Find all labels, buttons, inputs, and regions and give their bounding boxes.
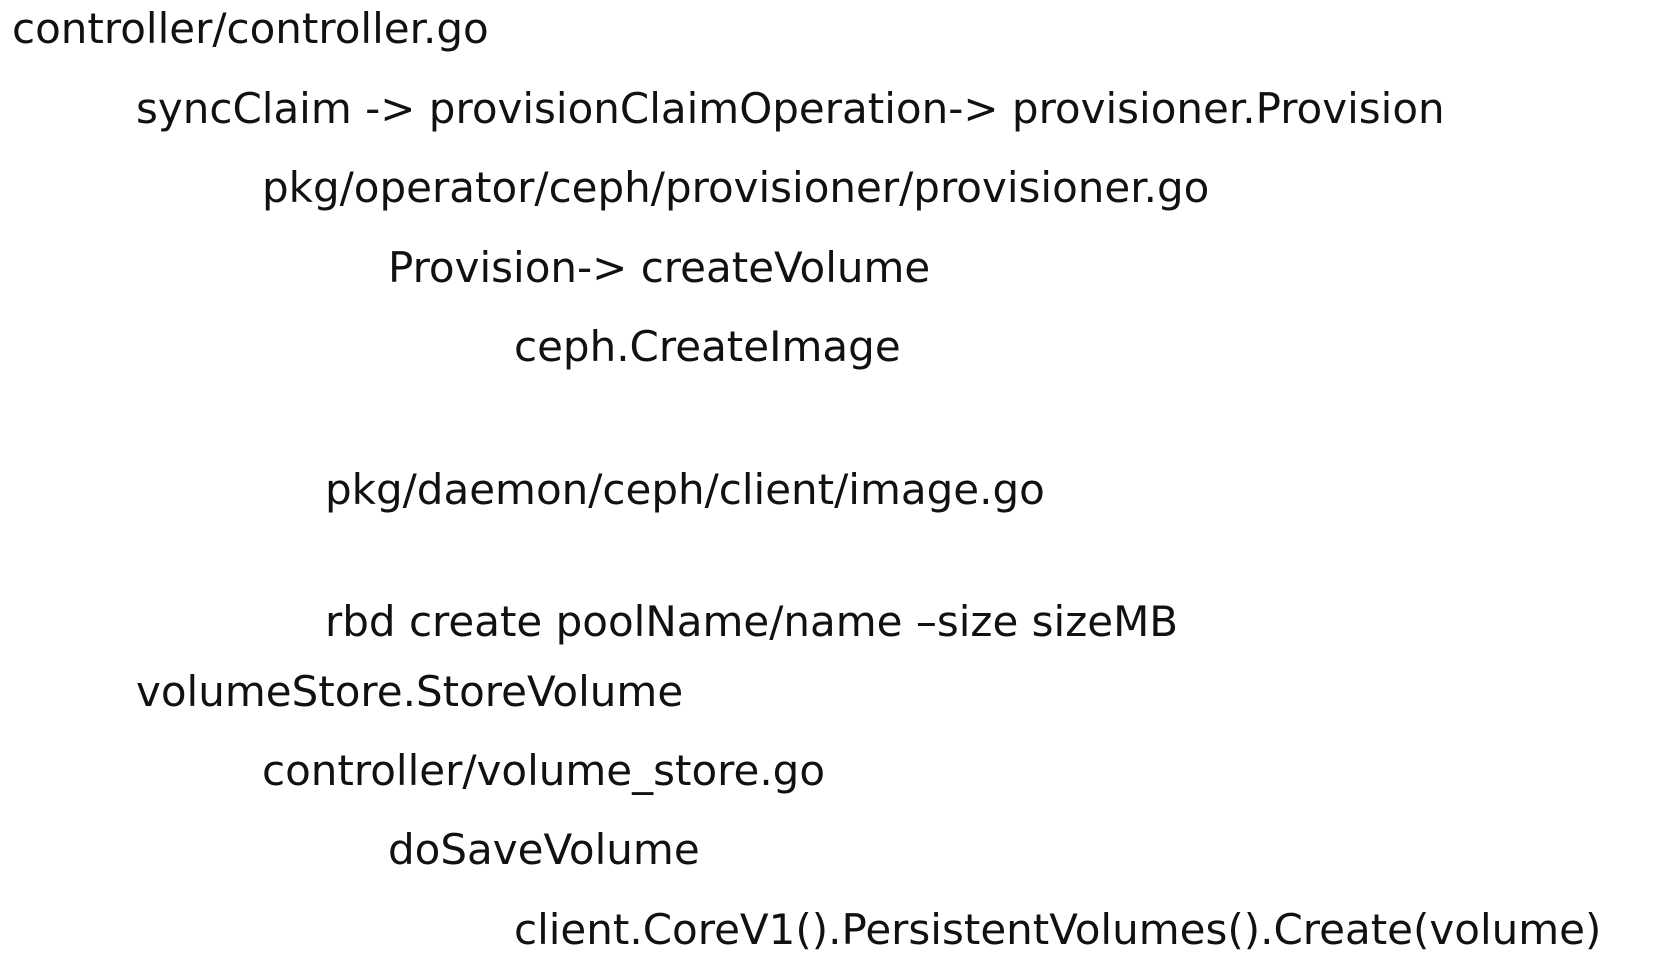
file-path-controller: controller/controller.go — [12, 4, 489, 53]
file-path-provisioner: pkg/operator/ceph/provisioner/provisione… — [262, 163, 1210, 212]
file-path-volume-store: controller/volume_store.go — [262, 746, 826, 795]
call-chain-sync-claim: syncClaim -> provisionClaimOperation-> p… — [136, 84, 1445, 133]
function-create-image: ceph.CreateImage — [514, 322, 901, 371]
function-do-save-volume: doSaveVolume — [388, 825, 700, 874]
function-create-pv: client.CoreV1().PersistentVolumes().Crea… — [514, 905, 1602, 954]
function-store-volume: volumeStore.StoreVolume — [136, 667, 684, 716]
file-path-image: pkg/daemon/ceph/client/image.go — [325, 465, 1045, 514]
call-chain-provision: Provision-> createVolume — [388, 243, 931, 292]
rbd-create-command: rbd create poolName/name –size sizeMB — [325, 597, 1179, 646]
